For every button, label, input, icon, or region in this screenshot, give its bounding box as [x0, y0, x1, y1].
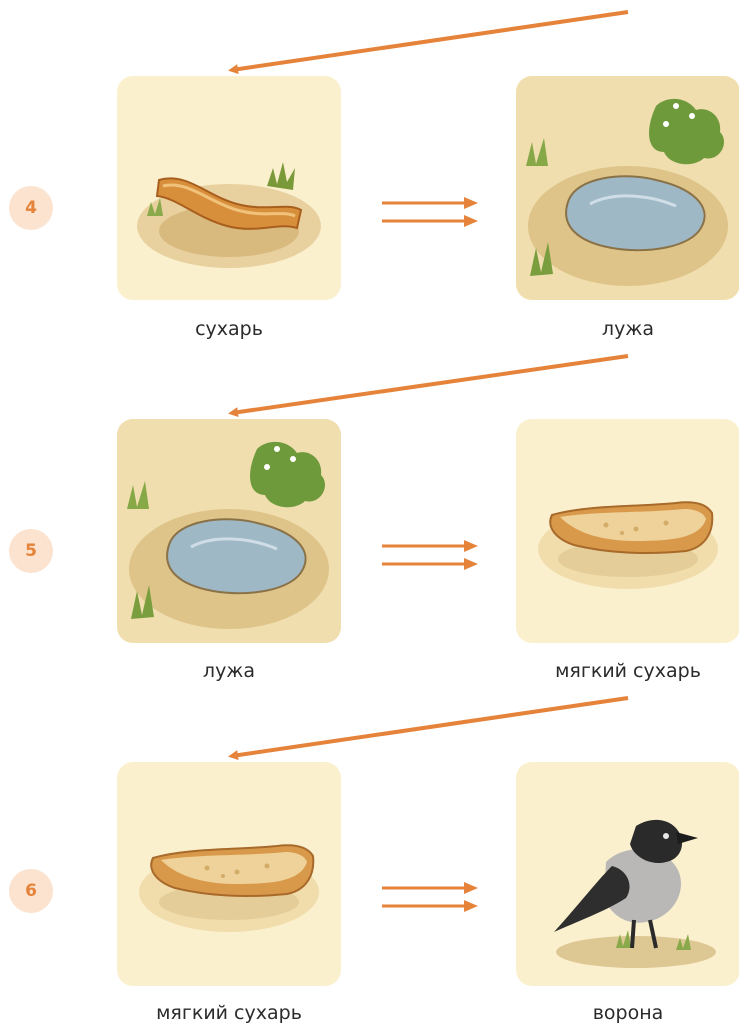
double-arrow-icon — [378, 880, 482, 914]
connector-arrow-into-row-5 — [232, 356, 628, 413]
step-label: сухарь — [99, 318, 359, 340]
soft-rusk-icon — [117, 762, 341, 986]
soft-rusk-icon — [516, 419, 739, 643]
soft-rusk-card — [516, 419, 739, 643]
step-number-badge: 6 — [9, 869, 53, 913]
crow-card — [516, 762, 739, 986]
step-label: ворона — [498, 1002, 739, 1024]
connector-arrow-into-row-4 — [232, 12, 628, 70]
puddle-icon — [516, 76, 739, 300]
puddle-icon — [117, 419, 341, 643]
rusk-card — [117, 76, 341, 300]
step-number-badge: 5 — [9, 529, 53, 573]
step-label: мягкий сухарь — [99, 1002, 359, 1024]
crow-icon — [516, 762, 739, 986]
rusk-icon — [117, 76, 341, 300]
double-arrow-icon — [378, 538, 482, 572]
step-label: мягкий сухарь — [498, 660, 739, 682]
step-number-badge: 4 — [9, 186, 53, 230]
connector-arrow-into-row-6 — [232, 698, 628, 756]
step-label: лужа — [498, 318, 739, 340]
puddle-card — [516, 76, 739, 300]
double-arrow-icon — [378, 195, 482, 229]
puddle-card — [117, 419, 341, 643]
soft-rusk-card — [117, 762, 341, 986]
step-label: лужа — [99, 660, 359, 682]
